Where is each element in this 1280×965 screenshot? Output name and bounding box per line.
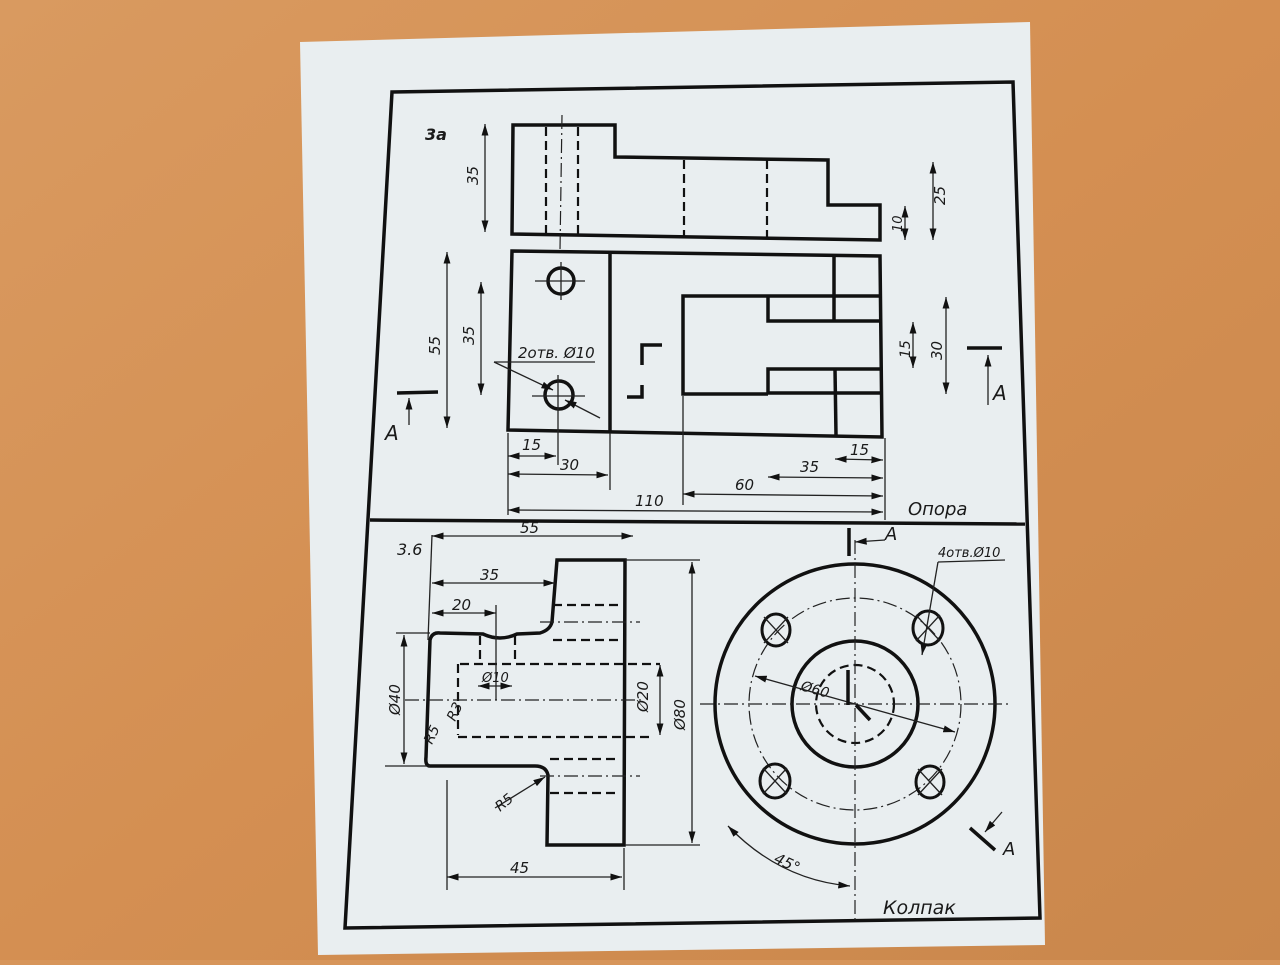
drawing-label: 3.6	[397, 540, 422, 559]
frame-divider	[369, 518, 1026, 526]
dimension-label: Ø40	[386, 684, 404, 716]
frame-border	[343, 80, 1042, 930]
dimension-label: 30	[560, 456, 579, 474]
section-mark-top: А	[884, 524, 897, 545]
dimension-label: Ø80	[671, 699, 689, 731]
dimension-label: 10	[891, 215, 906, 232]
dimension-label: 110	[635, 492, 664, 510]
drawing-a-opora: 3а 2отв. Ø10 А А 35 25 10 55 35	[383, 114, 1007, 520]
dimension-label: R3	[444, 700, 466, 724]
drawing-b-kolpak: 3.6 55 35 20 Ø40 Ø10 R5 R3 R5 Ø20 Ø80 45	[385, 519, 1015, 920]
dimension-label: 35	[800, 458, 819, 476]
dimension-label: 60	[735, 476, 754, 494]
dimension-label: Ø60	[798, 678, 831, 702]
dimension-label: 35	[464, 166, 482, 185]
dimension-label: 35	[460, 326, 478, 345]
side-view	[424, 558, 627, 847]
section-mark-bottom: А	[1002, 839, 1015, 860]
section-mark-left: А	[383, 421, 399, 445]
section-mark-right: А	[991, 381, 1007, 405]
dimension-label: 25	[931, 186, 949, 205]
top-view	[506, 249, 884, 439]
holes-note: 4отв.Ø10	[938, 546, 1000, 561]
dimension-label: 55	[520, 519, 539, 537]
dimension-label: R5	[421, 723, 443, 747]
front-view-circular: А 4отв.Ø10 Ø60 45° А	[700, 524, 1015, 920]
dimension-label: 45	[510, 859, 529, 877]
dimension-label: 15	[850, 441, 869, 459]
drawing-a-title: Опора	[908, 499, 967, 520]
holes-note: 2отв. Ø10	[518, 344, 595, 362]
dimension-label: Ø10	[481, 671, 509, 686]
dimension-label: 55	[426, 336, 444, 355]
drawing-b-title: Колпак	[883, 897, 956, 919]
dimension-label: 20	[452, 596, 471, 614]
dimension-label: 35	[480, 566, 499, 584]
front-view	[510, 123, 882, 242]
dimension-label: 15	[522, 436, 541, 454]
dimension-label: Ø20	[634, 681, 652, 713]
drawing-label: 3а	[425, 125, 447, 144]
dimension-label: 15	[898, 340, 914, 358]
dimension-label: 30	[928, 341, 946, 360]
paper-sheet	[300, 22, 1045, 955]
